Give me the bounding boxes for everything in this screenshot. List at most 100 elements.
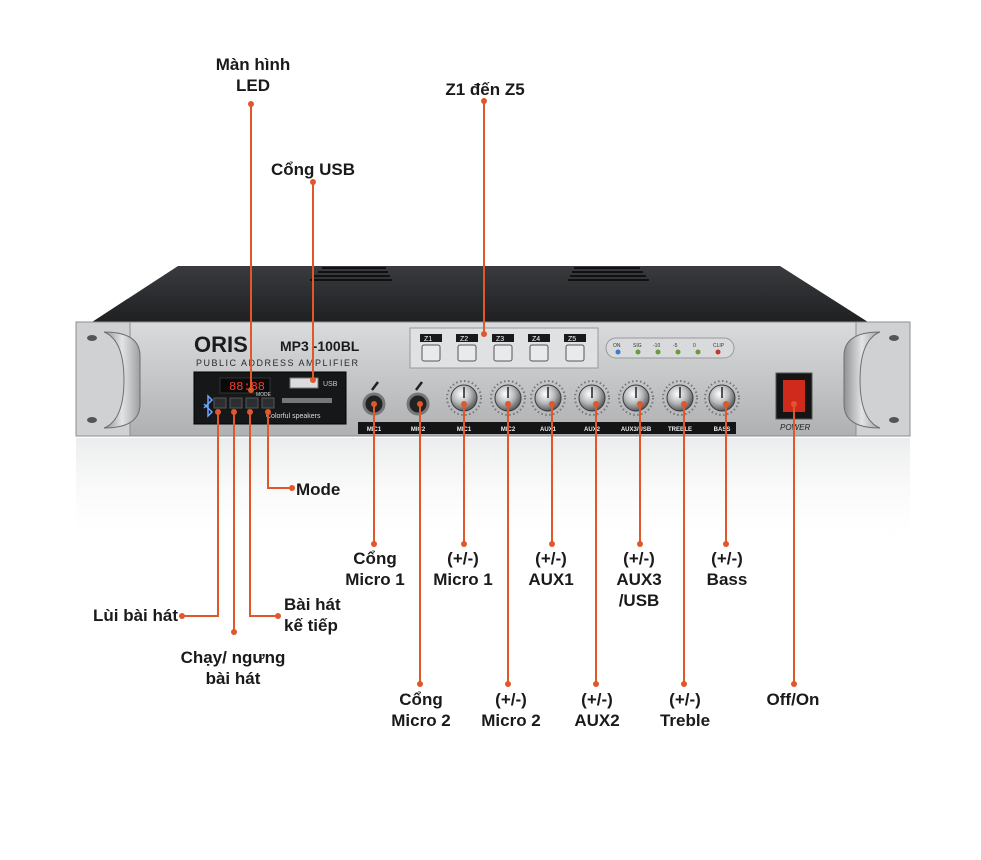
leader-prev-track-dot-start bbox=[215, 409, 221, 415]
zone-text-5: Z5 bbox=[568, 336, 576, 343]
mic1-volume-knob-scale bbox=[446, 380, 482, 416]
leader-mode-dot-start bbox=[265, 409, 271, 415]
leader-play-pause-dot-start bbox=[231, 409, 237, 415]
leader-usb-port-dot-start bbox=[310, 179, 316, 185]
callout-led-screen: Màn hình LED bbox=[210, 54, 296, 96]
leader-treble-dot-start bbox=[681, 401, 687, 407]
led-display bbox=[219, 377, 271, 394]
power-switch-rocker bbox=[783, 380, 805, 412]
leader-mic2-port-dot-start bbox=[417, 401, 423, 407]
leader-mic1-volume-dot-end bbox=[461, 541, 467, 547]
callout-mic1-volume-line1: (+/-) bbox=[447, 549, 479, 568]
indicator-led-2 bbox=[655, 349, 661, 355]
microphone-icon bbox=[371, 381, 379, 391]
next-button bbox=[245, 397, 259, 409]
callout-zones-line1: Z1 đến Z5 bbox=[445, 80, 525, 99]
callout-power: Off/On bbox=[756, 689, 830, 710]
callout-mic2-port-line2: Micro 2 bbox=[391, 711, 451, 730]
callout-prev-track: Lùi bài hát bbox=[70, 605, 178, 626]
callout-power-line1: Off/On bbox=[766, 690, 820, 709]
callout-bass-line1: (+/-) bbox=[711, 549, 743, 568]
callout-bass-line2: Bass bbox=[706, 570, 748, 589]
indicator-label-0: ON bbox=[613, 343, 621, 349]
leader-power-dot-end bbox=[791, 681, 797, 687]
callout-aux3-volume-line2: AUX3 bbox=[616, 570, 662, 589]
aux1-volume-knob-scale bbox=[530, 380, 566, 416]
prev-button bbox=[213, 397, 227, 409]
zone-button-1[interactable] bbox=[421, 344, 441, 362]
vent-left bbox=[310, 267, 392, 281]
bluetooth-icon bbox=[203, 394, 214, 418]
leader-mode bbox=[267, 412, 292, 489]
callout-play-pause-line1: Chạy/ ngưng bbox=[180, 648, 286, 667]
leader-mic2-volume-dot-end bbox=[505, 681, 511, 687]
leader-mic1-port-dot-start bbox=[371, 401, 377, 407]
leader-aux3-volume-dot-end bbox=[637, 541, 643, 547]
leader-mic1-port-dot-end bbox=[371, 541, 377, 547]
leader-next-track-dot-start bbox=[247, 409, 253, 415]
led-readout: 88:88 bbox=[229, 380, 265, 394]
leader-bass-dot-end bbox=[723, 541, 729, 547]
leader-aux3-volume-dot-start bbox=[637, 401, 643, 407]
bass-knob-scale bbox=[704, 380, 740, 416]
subtitle-label: PUBLIC ADDRESS AMPLIFIER bbox=[196, 358, 360, 368]
callout-next-track-line2: kế tiếp bbox=[284, 616, 338, 635]
power-label: POWER bbox=[780, 423, 810, 432]
strip-label-5: AUX2 bbox=[584, 427, 601, 433]
leader-zones-dot-end bbox=[481, 331, 487, 337]
leader-bass-dot-start bbox=[723, 401, 729, 407]
leader-mic1-volume-dot-start bbox=[461, 401, 467, 407]
brand-logo: ORIS bbox=[194, 332, 248, 357]
zone-text-4: Z4 bbox=[532, 336, 540, 343]
leader-mode-dot-end bbox=[289, 485, 295, 491]
callout-aux2-volume-line2: AUX2 bbox=[574, 711, 620, 730]
strip-label-1: MIC2 bbox=[411, 427, 426, 433]
zone-text-3: Z3 bbox=[496, 336, 504, 343]
indicator-led-4 bbox=[695, 349, 701, 355]
callout-mic2-volume: (+/-) Micro 2 bbox=[474, 689, 548, 731]
callout-mode-line1: Mode bbox=[296, 480, 341, 499]
callout-aux1-volume: (+/-) AUX1 bbox=[516, 548, 586, 590]
callout-mic1-port: Cổng Micro 1 bbox=[340, 548, 410, 590]
callout-aux1-volume-line1: (+/-) bbox=[535, 549, 567, 568]
strip-label-7: TREBLE bbox=[668, 427, 692, 433]
leader-next-track bbox=[249, 412, 278, 617]
callout-aux2-volume: (+/-) AUX2 bbox=[560, 689, 634, 731]
zone-button-5[interactable] bbox=[565, 344, 585, 362]
mode-button bbox=[261, 397, 275, 409]
indicator-label-4: 0 bbox=[693, 343, 696, 349]
zone-button-4[interactable] bbox=[529, 344, 549, 362]
strip-label-8: BASS bbox=[714, 427, 731, 433]
zone-label-4 bbox=[528, 334, 550, 342]
callout-aux3-volume: (+/-) AUX3 /USB bbox=[604, 548, 674, 611]
usb-slot bbox=[289, 377, 319, 389]
leader-play-pause-dot-end bbox=[231, 629, 237, 635]
callout-mic2-port: Cổng Micro 2 bbox=[384, 689, 458, 731]
callout-usb-port: Cổng USB bbox=[266, 159, 360, 180]
callout-mic1-volume-line2: Micro 1 bbox=[433, 570, 493, 589]
indicator-led-3 bbox=[675, 349, 681, 355]
zone-label-1 bbox=[420, 334, 442, 342]
callout-mic2-volume-line1: (+/-) bbox=[495, 690, 527, 709]
leader-treble-dot-end bbox=[681, 681, 687, 687]
mode-text: MODE bbox=[256, 392, 272, 398]
leader-next-track-dot-end bbox=[275, 613, 281, 619]
callout-treble-line1: (+/-) bbox=[669, 690, 701, 709]
leader-zones-dot-start bbox=[481, 98, 487, 104]
callout-mic2-volume-line2: Micro 2 bbox=[481, 711, 541, 730]
callout-treble: (+/-) Treble bbox=[648, 689, 722, 731]
zone-text-1: Z1 bbox=[424, 336, 432, 343]
zone-button-2[interactable] bbox=[457, 344, 477, 362]
leader-aux2-volume-dot-end bbox=[593, 681, 599, 687]
play-pause-button bbox=[229, 397, 243, 409]
callout-next-track: Bài hát kế tiếp bbox=[284, 594, 364, 636]
strip-label-6: AUX3/USB bbox=[621, 427, 652, 433]
model-label: MP3 -100BL bbox=[280, 338, 360, 354]
callout-led-screen-line1: Màn hình bbox=[215, 55, 291, 74]
callout-aux3-volume-line1: (+/-) bbox=[623, 549, 655, 568]
indicator-label-1: SIG bbox=[633, 343, 642, 349]
zone-button-3[interactable] bbox=[493, 344, 513, 362]
indicator-led-0 bbox=[615, 349, 621, 355]
